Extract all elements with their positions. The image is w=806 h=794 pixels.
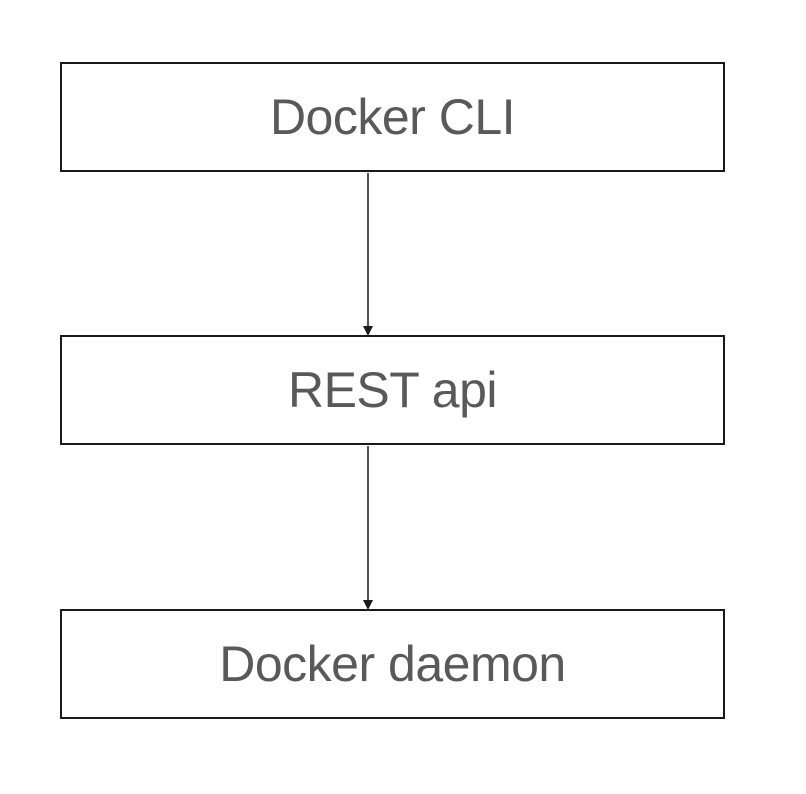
node-rest-api: REST api — [60, 335, 725, 445]
node-docker-daemon: Docker daemon — [60, 609, 725, 719]
arrow-cli-to-rest — [363, 173, 373, 336]
arrow-rest-to-daemon — [363, 446, 373, 610]
node-docker-cli-label: Docker CLI — [269, 89, 516, 145]
node-docker-cli: Docker CLI — [60, 62, 725, 172]
node-docker-daemon-label: Docker daemon — [219, 636, 566, 692]
node-rest-api-label: REST api — [287, 362, 498, 418]
